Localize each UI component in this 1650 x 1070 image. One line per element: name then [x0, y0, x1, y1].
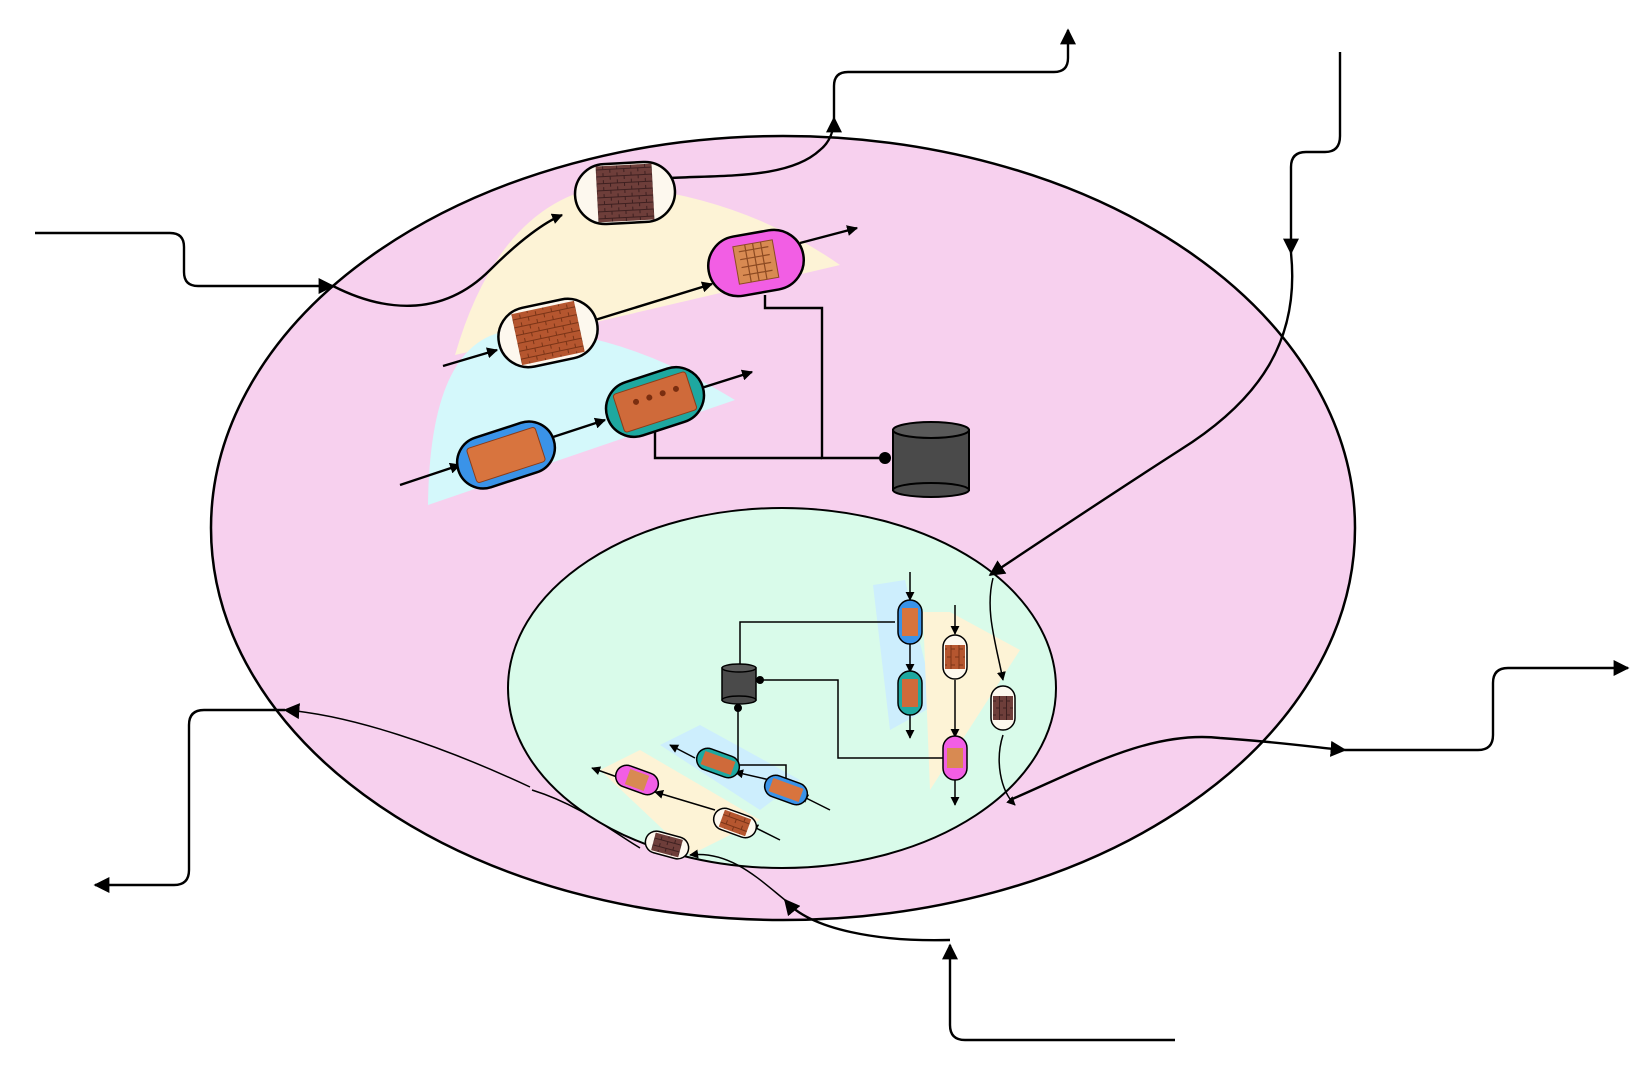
capsule-blue-brick — [455, 420, 557, 490]
chain-cyan-out — [694, 369, 754, 392]
inner-capsule-white-1 — [942, 634, 968, 680]
capsule-pink-brick — [707, 228, 805, 298]
inner-capsule-teal-1 — [897, 670, 923, 716]
capsule-dark-brick — [573, 160, 677, 226]
output-flow-right — [1009, 735, 1347, 802]
inner-joint-2 — [734, 704, 742, 712]
input-flow-top-right — [1283, 52, 1342, 255]
output-flow-top — [669, 116, 842, 180]
input-flow-left — [35, 231, 335, 294]
inner-wire-b — [760, 679, 950, 759]
input-flow-bottom — [942, 943, 1175, 1042]
inner-capsule-blue-2 — [763, 774, 809, 806]
inner-flow-right — [989, 577, 1006, 681]
inner-wire-a — [739, 621, 895, 678]
inner-chain-9 — [669, 744, 696, 759]
inner-chain-8 — [734, 769, 771, 781]
chain-yellow-out — [799, 225, 859, 245]
capsule-white-brick — [497, 297, 599, 369]
inner-capsule-blue-1 — [897, 599, 923, 645]
output-flow-right-line — [1345, 660, 1630, 752]
inner-joint-1 — [756, 676, 764, 684]
inner-chain-11 — [654, 790, 716, 811]
chain-yellow-mid — [594, 281, 714, 322]
inner-flow-bottom2 — [531, 789, 641, 849]
inner-capsule-dark-2 — [644, 830, 690, 860]
inner-capsule-dark-1 — [990, 685, 1016, 731]
input-flow-left-curve — [332, 213, 564, 307]
control-wire-joint — [879, 452, 891, 464]
chain-cyan-in — [399, 462, 462, 487]
capsule-teal-brick — [604, 365, 706, 439]
chain-cyan-mid — [549, 417, 607, 440]
inner-capsule-pink-2 — [614, 764, 660, 796]
chain-yellow-in — [442, 347, 499, 368]
storage-cylinder-icon — [892, 421, 970, 498]
output-flow-left — [283, 703, 531, 788]
input-flow-bottom-curve — [783, 898, 951, 942]
inner-capsule-white-2 — [712, 807, 758, 839]
inner-flow-right-out — [998, 734, 1016, 806]
input-flow-top-right-curve — [988, 252, 1294, 576]
inner-capsule-pink-1 — [942, 735, 968, 781]
output-flow-top-line — [832, 28, 1076, 118]
inner-capsule-teal-2 — [695, 747, 741, 779]
inner-flow-bottom — [689, 849, 786, 901]
control-wire-teal — [653, 425, 822, 460]
output-flow-left-line — [93, 708, 285, 893]
control-wire-pink — [763, 295, 885, 460]
small-storage-cylinder-icon — [721, 663, 757, 705]
